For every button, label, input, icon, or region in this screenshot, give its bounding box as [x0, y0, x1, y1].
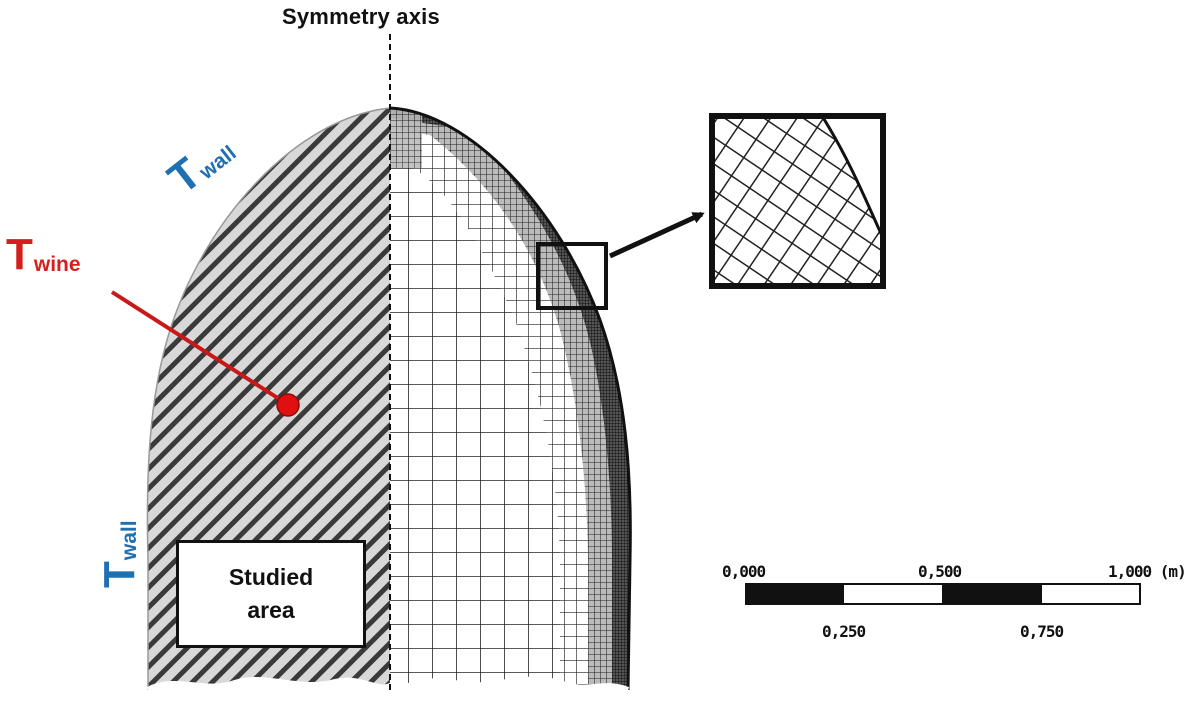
scale-bar: [745, 583, 1141, 605]
t-wine-label: Twine: [6, 230, 81, 279]
t-wall-left-main: T: [95, 561, 144, 588]
probe-point: [276, 393, 300, 417]
t-wall-left-label: Twall: [95, 496, 144, 588]
scale-label-0250: 0,250: [822, 622, 866, 641]
scale-label-1000: 1,000 (m): [1108, 562, 1187, 581]
studied-area-box: Studied area: [176, 540, 366, 648]
probe-pointer-line: [110, 290, 286, 404]
t-wine-sub: wine: [33, 253, 81, 276]
t-wine-main: T: [6, 230, 33, 279]
scale-label-0750: 0,750: [1020, 622, 1064, 641]
t-wall-left-sub: wall: [118, 520, 141, 561]
scale-label-0: 0,000: [722, 562, 766, 581]
zoom-inset: [709, 113, 886, 289]
scale-label-0500: 0,500: [918, 562, 962, 581]
studied-area-line2: area: [247, 597, 295, 623]
symmetry-axis-title: Symmetry axis: [282, 4, 440, 29]
zoom-arrow: [608, 211, 705, 259]
right-half-mesh: [390, 108, 631, 690]
studied-area-line1: Studied: [228, 563, 314, 590]
zoom-selection-box: [536, 242, 608, 310]
